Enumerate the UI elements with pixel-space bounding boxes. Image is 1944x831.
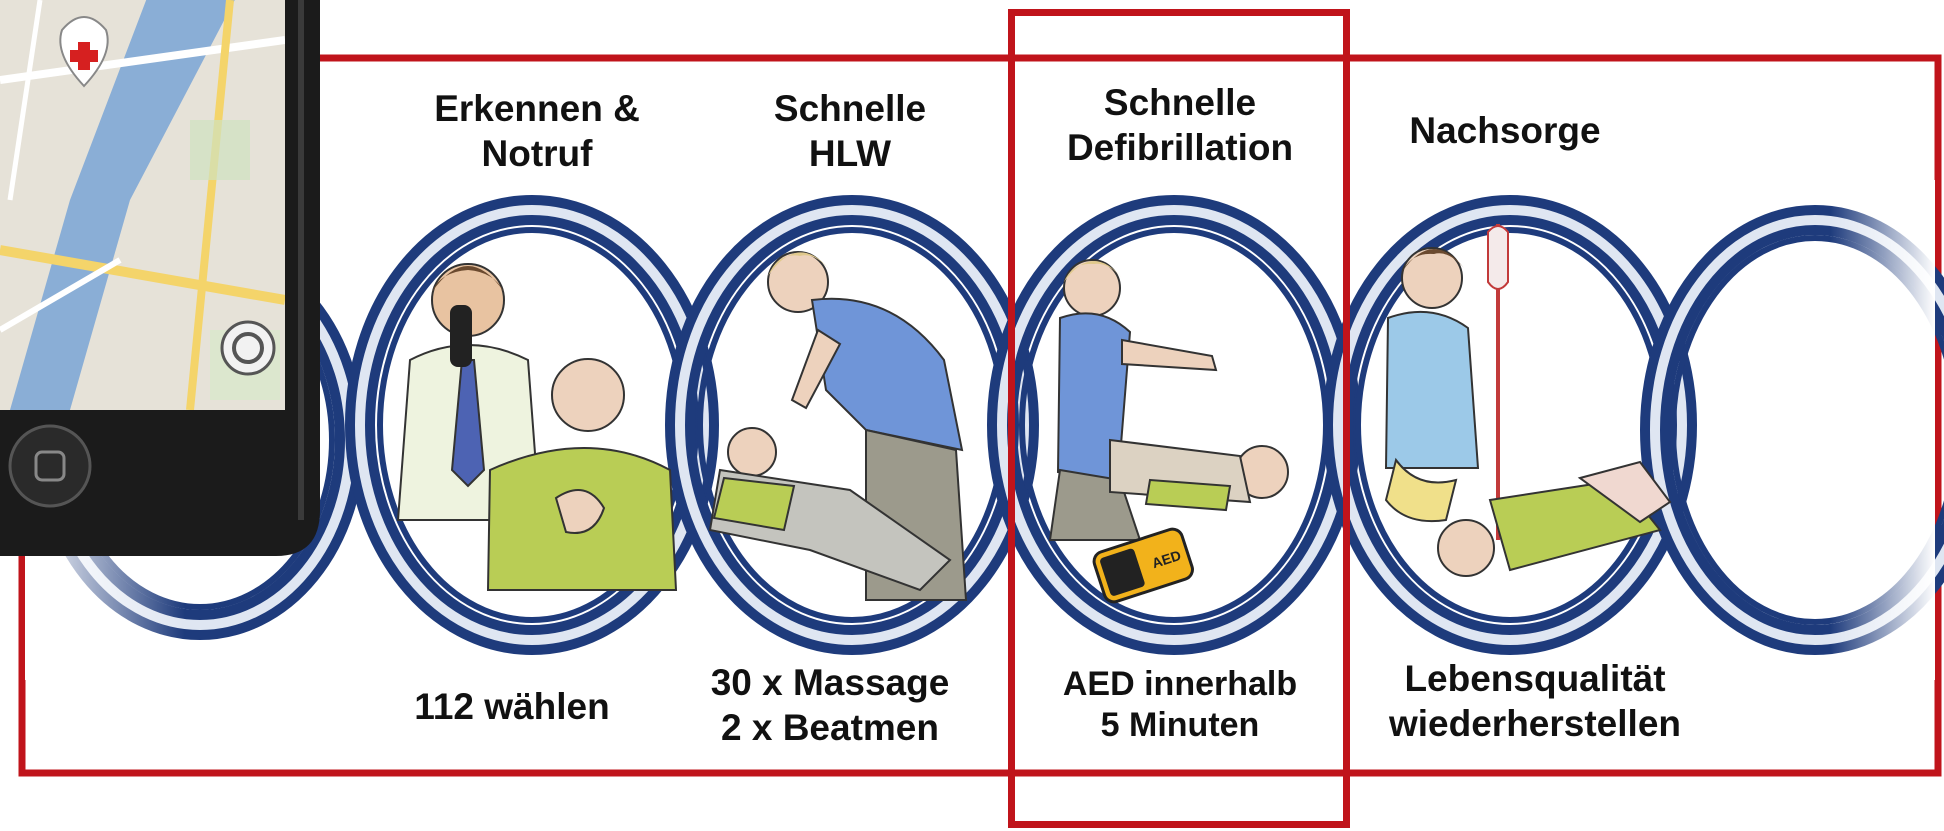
step-1-caption-line-1: 112 wählen [362, 684, 662, 729]
patient-head [552, 359, 624, 431]
step-4-caption: Lebensqualität wiederherstellen [1365, 656, 1705, 746]
step-3-caption: AED innerhalb 5 Minuten [1030, 664, 1330, 747]
step-1-title: Erkennen & Notruf [392, 86, 682, 176]
step-4-title-line-1: Nachsorge [1360, 108, 1650, 153]
step-3-title-line-2: Defibrillation [1030, 125, 1330, 170]
step-4-title: Nachsorge [1360, 108, 1650, 153]
chain-links [50, 210, 1944, 640]
victim-head [728, 428, 776, 476]
patient-bed-head [1438, 520, 1494, 576]
doctor-body [1386, 312, 1478, 468]
step-3-title-line-1: Schnelle [1030, 80, 1330, 125]
step-3-caption-line-1: AED innerhalb [1030, 664, 1330, 705]
rescuer-body [812, 299, 962, 450]
scene-aed-defibrillation: AED [1050, 260, 1288, 604]
step-2-caption-line-2: 2 x Beatmen [680, 705, 980, 750]
smartphone-map [0, 0, 320, 556]
step-1-title-line-2: Notruf [392, 131, 682, 176]
step-2-title-line-2: HLW [720, 131, 980, 176]
step-3-caption-line-2: 5 Minuten [1030, 705, 1330, 746]
map-locate-icon [222, 322, 274, 374]
scene-chest-compressions [710, 252, 966, 600]
step-4-caption-line-2: wiederherstellen [1365, 701, 1705, 746]
phone-home-button-icon [10, 426, 90, 506]
phone-bezel-edge [298, 0, 304, 520]
step-3-title: Schnelle Defibrillation [1030, 80, 1330, 170]
step-2-caption-line-1: 30 x Massage [680, 660, 980, 705]
scene-person-calling-emergency [398, 264, 676, 590]
step-4-caption-line-1: Lebensqualität [1365, 656, 1705, 701]
phone-handset [450, 305, 472, 367]
step-2-title-line-1: Schnelle [720, 86, 980, 131]
step-1-caption: 112 wählen [362, 684, 662, 729]
step-1-title-line-1: Erkennen & [392, 86, 682, 131]
chain-link-2 [680, 210, 1024, 640]
step-2-title: Schnelle HLW [720, 86, 980, 176]
step-2-caption: 30 x Massage 2 x Beatmen [680, 660, 980, 750]
